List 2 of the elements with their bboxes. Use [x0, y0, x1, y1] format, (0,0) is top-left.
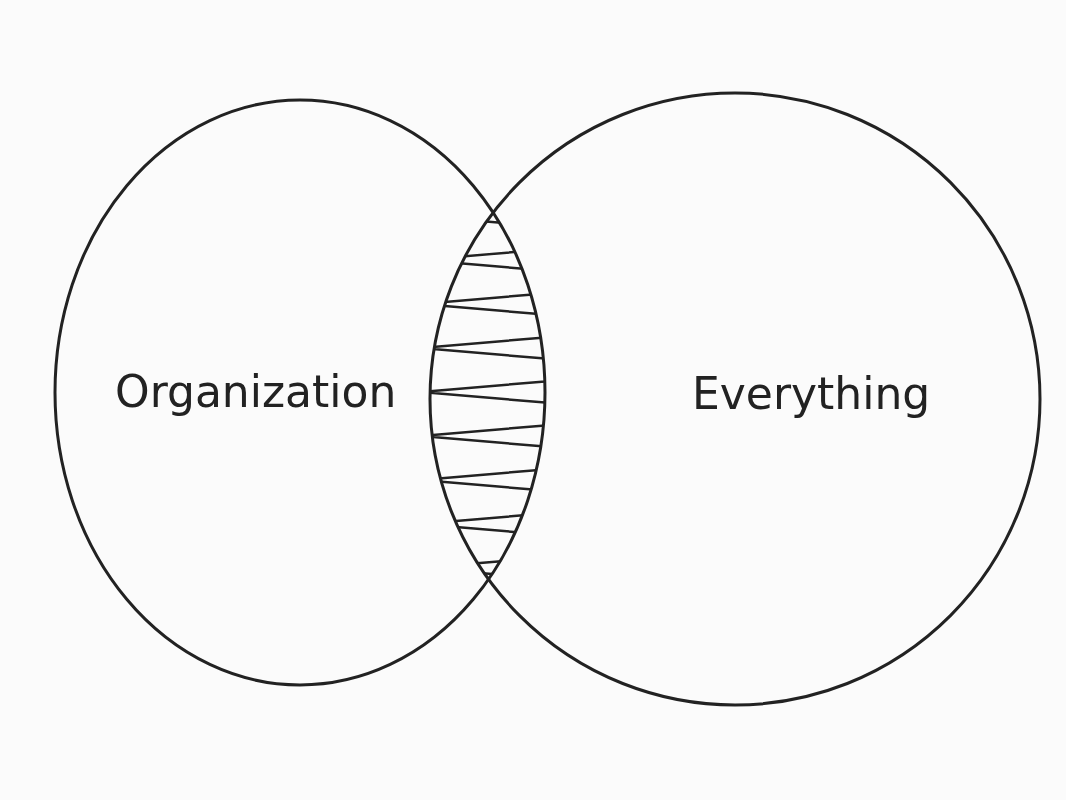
set-label: Everything: [692, 370, 931, 419]
set-label: Organization: [115, 368, 397, 417]
